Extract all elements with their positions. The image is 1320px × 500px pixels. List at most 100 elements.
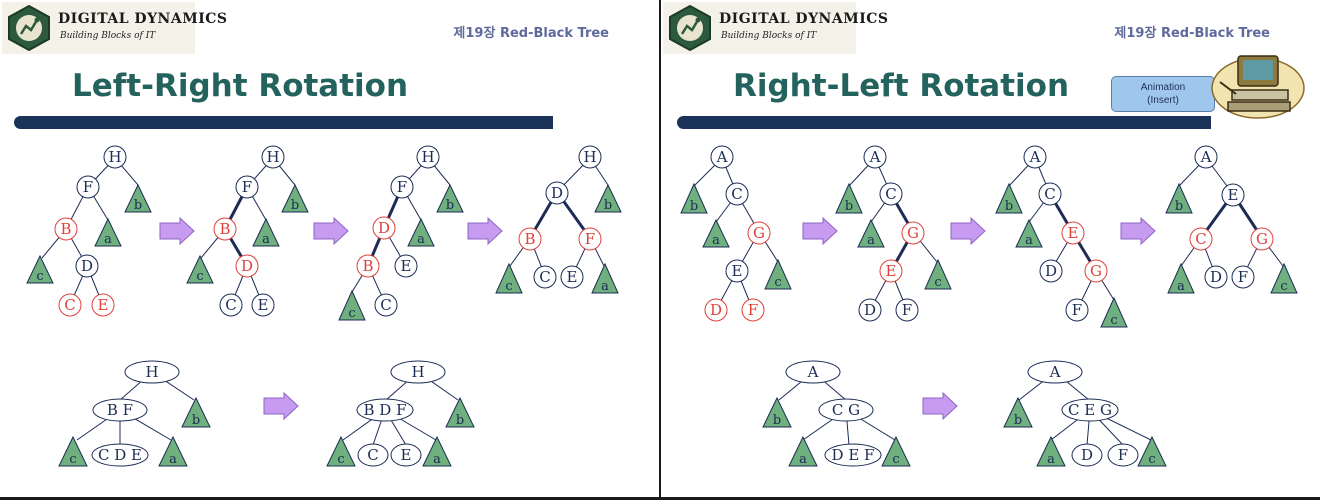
rl-btree-before <box>762 360 911 467</box>
rl-btree-after <box>1003 360 1167 467</box>
rl-btree-arrow <box>922 392 958 420</box>
svg-text:C: C <box>380 296 391 314</box>
svg-text:c: c <box>505 279 512 294</box>
rl-step-arrow-3 <box>1120 217 1156 245</box>
svg-text:A: A <box>716 148 728 166</box>
btree-after <box>326 360 475 467</box>
left-right-rotation-diagram: b a c H F B D C E b a c H F B <box>26 145 622 467</box>
svg-text:b: b <box>291 198 299 213</box>
svg-text:B: B <box>362 257 373 275</box>
svg-text:a: a <box>104 232 112 247</box>
svg-text:D: D <box>1210 268 1222 286</box>
svg-text:C G: C G <box>832 401 860 419</box>
svg-text:E: E <box>401 446 412 464</box>
svg-text:C E G: C E G <box>1068 401 1112 419</box>
svg-text:E: E <box>1228 186 1239 204</box>
rl-step-arrow-2 <box>950 217 986 245</box>
btree-arrow-left <box>263 392 299 420</box>
digital-dynamics-logo: DIGITAL DYNAMICS Building Blocks of IT <box>663 2 888 54</box>
title-underline <box>677 116 1211 129</box>
svg-text:D: D <box>1045 262 1057 280</box>
logo-tagline: Building Blocks of IT <box>721 31 817 41</box>
svg-text:B F: B F <box>107 401 133 419</box>
svg-text:a: a <box>1177 279 1185 294</box>
svg-text:b: b <box>845 199 853 214</box>
svg-text:C: C <box>225 296 236 314</box>
chapter-heading: 제19장 Red-Black Tree <box>453 26 609 41</box>
svg-text:H: H <box>583 148 596 166</box>
animation-button-sublabel: (Insert) <box>1147 95 1179 106</box>
svg-text:c: c <box>348 306 355 321</box>
svg-text:C D E: C D E <box>98 446 142 464</box>
slide-title: Right-Left Rotation <box>733 68 1070 104</box>
svg-text:F: F <box>585 230 595 248</box>
svg-text:F: F <box>1072 301 1082 319</box>
svg-text:a: a <box>1025 233 1033 248</box>
svg-text:A: A <box>807 363 819 381</box>
svg-text:C: C <box>885 185 896 203</box>
svg-text:A: A <box>869 148 881 166</box>
svg-text:D: D <box>81 257 93 275</box>
svg-text:a: a <box>417 232 425 247</box>
svg-text:b: b <box>1014 413 1022 428</box>
svg-text:D: D <box>241 257 253 275</box>
svg-text:E: E <box>567 268 578 286</box>
title-underline <box>14 116 553 129</box>
svg-text:C: C <box>731 185 742 203</box>
svg-text:D E F: D E F <box>832 446 875 464</box>
tree-step-1-nodes: b a c H F B D C E <box>26 145 152 317</box>
slide-left-right-rotation: DIGITAL DYNAMICS Building Blocks of IT 제… <box>0 0 659 497</box>
svg-text:D: D <box>864 301 876 319</box>
svg-text:B: B <box>219 220 230 238</box>
svg-text:H: H <box>145 363 158 381</box>
svg-text:c: c <box>1110 313 1117 328</box>
svg-text:H: H <box>421 148 434 166</box>
svg-text:c: c <box>337 452 344 467</box>
svg-text:b: b <box>446 198 454 213</box>
rl-tree-step-3-nodes: b a c A C E D G F <box>995 145 1128 328</box>
logo-tagline: Building Blocks of IT <box>60 31 156 41</box>
animation-insert-button[interactable]: Animation (Insert) <box>1111 76 1215 112</box>
svg-text:H: H <box>266 148 279 166</box>
rl-btree-before-labels: A C G D E F b a c <box>773 363 900 467</box>
btree-after-labels: H B D F C E b c a <box>337 363 464 467</box>
animation-button-label: Animation <box>1140 82 1186 93</box>
step-arrow-1 <box>159 217 195 245</box>
svg-text:F: F <box>397 178 407 196</box>
btree-before-labels: H B F C D E b c a <box>69 363 200 467</box>
svg-text:a: a <box>433 452 441 467</box>
svg-text:a: a <box>712 233 720 248</box>
step-arrow-3 <box>467 217 503 245</box>
svg-text:E: E <box>401 257 412 275</box>
svg-text:a: a <box>262 232 270 247</box>
svg-text:F: F <box>242 178 252 196</box>
svg-text:a: a <box>601 279 609 294</box>
svg-text:B: B <box>524 230 535 248</box>
svg-text:c: c <box>892 452 899 467</box>
svg-text:a: a <box>1047 452 1055 467</box>
svg-text:E: E <box>258 296 269 314</box>
right-left-rotation-diagram: b a c A C G E D F b a c A C G <box>680 145 1298 467</box>
svg-text:F: F <box>902 301 912 319</box>
svg-text:b: b <box>456 413 464 428</box>
computer-clipart-icon <box>1211 55 1305 119</box>
svg-text:B: B <box>60 220 71 238</box>
svg-text:D: D <box>378 219 390 237</box>
svg-text:b: b <box>1005 199 1013 214</box>
svg-text:D: D <box>551 184 563 202</box>
svg-text:F: F <box>1118 446 1128 464</box>
svg-text:C: C <box>64 296 75 314</box>
svg-text:A: A <box>1200 148 1212 166</box>
logo-emblem-icon <box>8 5 50 51</box>
svg-text:b: b <box>134 198 142 213</box>
logo-title: DIGITAL DYNAMICS <box>719 11 889 27</box>
svg-text:c: c <box>1280 279 1287 294</box>
svg-text:H: H <box>411 363 424 381</box>
rl-tree-step-4 <box>1178 157 1284 277</box>
rl-step-arrow-1 <box>802 217 838 245</box>
step-arrow-2 <box>313 217 349 245</box>
svg-text:c: c <box>196 269 203 284</box>
svg-text:C: C <box>1044 185 1055 203</box>
svg-text:D: D <box>710 301 722 319</box>
svg-text:b: b <box>1175 199 1183 214</box>
